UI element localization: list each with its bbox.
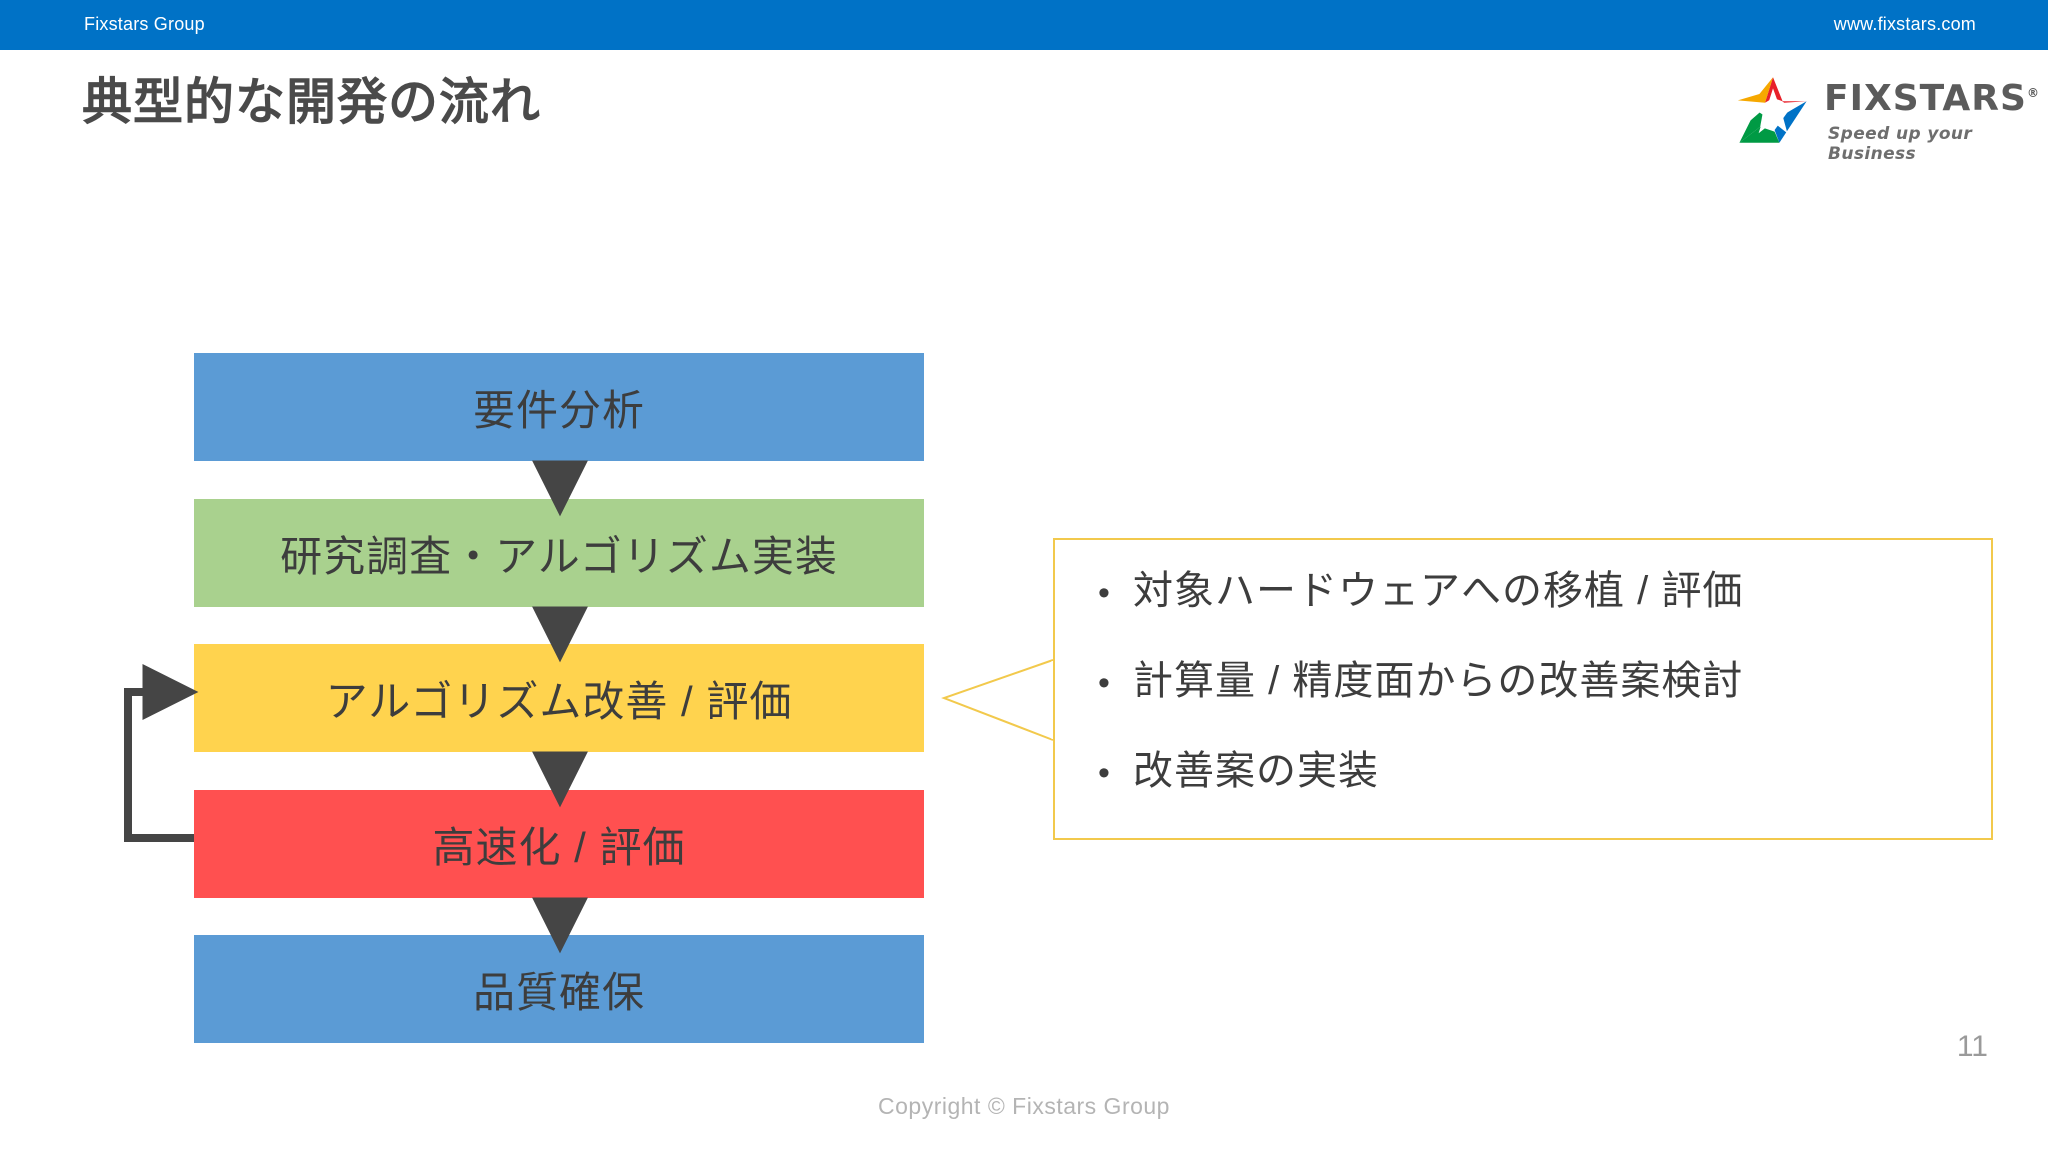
callout-item-text: 対象ハードウェアへの移植 / 評価 [1133, 569, 1744, 613]
flow-step-requirements[interactable]: 要件分析 [194, 353, 924, 461]
flow-step-label: 品質確保 [472, 968, 645, 1016]
callout-list-item: • 計算量 / 精度面からの改善案検討 [1075, 648, 1981, 738]
flow-step-research[interactable]: 研究調査・アルゴリズム実装 [194, 499, 924, 607]
callout-pointer [941, 659, 1054, 741]
flow-step-acceleration[interactable]: 高速化 / 評価 [194, 790, 924, 898]
callout-list-item: • 改善案の実装 [1075, 738, 1981, 828]
flow-step-label: アルゴリズム改善 / 評価 [325, 677, 793, 725]
flow-step-label: 要件分析 [472, 386, 645, 434]
callout-item-text: 改善案の実装 [1133, 749, 1379, 793]
copyright-notice: Copyright © Fixstars Group [878, 1093, 1170, 1119]
logo-wordmark: FIXSTARS® [1824, 78, 2040, 119]
flow-step-label: 研究調査・アルゴリズム実装 [280, 532, 838, 580]
page-number: 11 [1956, 1030, 1988, 1063]
header-bar [0, 0, 2048, 50]
fixstars-logo: FIXSTARS® Speed up your Business [1732, 72, 2039, 164]
header-company-label: Fixstars Group [84, 14, 205, 34]
bullet-icon: • [1098, 574, 1110, 612]
flow-step-algorithm-improvement[interactable]: アルゴリズム改善 / 評価 [194, 644, 924, 752]
star-logo-icon [1737, 77, 1807, 143]
header-website-url[interactable]: www.fixstars.com [1833, 14, 1976, 34]
logo-trademark: ® [2026, 86, 2040, 100]
logo-tagline: Speed up your Business [1828, 124, 1973, 164]
page-title: 典型的な開発の流れ [82, 74, 541, 130]
bullet-icon: • [1098, 754, 1110, 792]
callout-item-text: 計算量 / 精度面からの改善案検討 [1133, 659, 1744, 703]
callout-list: • 対象ハードウェアへの移植 / 評価 • 計算量 / 精度面からの改善案検討 … [1075, 558, 1981, 828]
callout-box: • 対象ハードウェアへの移植 / 評価 • 計算量 / 精度面からの改善案検討 … [1053, 538, 1993, 840]
logo-wordmark-text: FIXSTARS [1824, 78, 2027, 119]
bullet-icon: • [1098, 664, 1110, 702]
flow-step-label: 高速化 / 評価 [432, 823, 686, 871]
flow-feedback-arrow [124, 664, 199, 842]
flow-step-quality-assurance[interactable]: 品質確保 [194, 935, 924, 1043]
callout-list-item: • 対象ハードウェアへの移植 / 評価 [1075, 558, 1981, 648]
